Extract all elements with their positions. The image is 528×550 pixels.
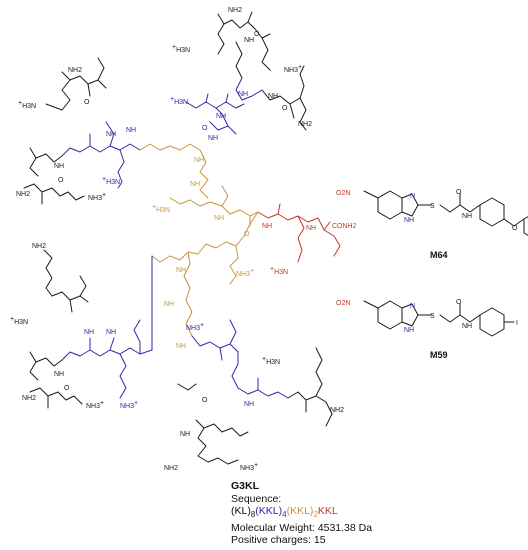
atom-nh: NH [126, 127, 136, 134]
sequence-label: Sequence: [231, 492, 282, 505]
seq-part-outer: (KL) [231, 505, 251, 517]
seq-part-core: KKL [317, 505, 338, 517]
atom-no2: O2N [336, 300, 350, 307]
atom-nh: NH [194, 157, 204, 164]
atom-nh: NH [84, 329, 94, 336]
atom-nh: NH [462, 323, 472, 330]
atom-h3n: +H3N [102, 176, 120, 186]
atom-o: O [456, 299, 462, 306]
atom-o: O [64, 385, 70, 392]
core-red [257, 203, 341, 263]
atom-h2n: NH2 [22, 395, 36, 402]
branch-gold-upper [139, 143, 259, 227]
molecule-m59 [363, 300, 515, 337]
branch-gold-lower [151, 211, 259, 337]
atom-conh2: CONH2 [332, 223, 357, 230]
atom-h3n: +H3N [18, 100, 36, 110]
label-m59: M59 [430, 350, 448, 360]
branch-bottom-left [29, 249, 89, 409]
atom-nh2: NH2 [330, 407, 344, 414]
atom-h3n: +H3N [152, 204, 170, 214]
atom-nh2: NH2 [228, 7, 242, 14]
atom-n: N [410, 193, 415, 200]
positive-charges: Positive charges: 15 [231, 534, 326, 547]
atom-nh3: NH3+ [86, 400, 104, 410]
atom-s: S [430, 313, 435, 320]
atom-nh: NH [208, 135, 218, 142]
atom-o: O [254, 31, 260, 38]
atom-nh: NH [238, 91, 248, 98]
atom-nh: NH [106, 131, 116, 138]
atom-nh: NH [164, 301, 174, 308]
atom-h3n: +H3N [262, 356, 280, 366]
atom-h2n: NH2 [16, 191, 30, 198]
atom-h3n: +H3N [10, 316, 28, 326]
atom-o: O [282, 105, 288, 112]
atom-h2n: NH2 [164, 465, 178, 472]
atom-nh: NH [268, 93, 278, 100]
seq-sub-blue: 4 [282, 510, 287, 520]
atom-nh: NH [106, 329, 116, 336]
atom-s: S [430, 203, 435, 210]
branch-top-right [217, 11, 307, 131]
molecule-m64 [363, 190, 528, 236]
atom-nh: NH [404, 327, 414, 334]
atom-h3n: +H3N [170, 96, 188, 106]
atom-o: O [512, 225, 518, 232]
seq-sub-outer: 8 [250, 510, 256, 520]
g3kl-info: G3KL Sequence: (KL)8(KKL)4(KKL)2KKL Mole… [231, 480, 372, 547]
atom-nh3: NH3+ [236, 268, 254, 278]
atom-nh: NH [462, 213, 472, 220]
branch-blue-left [61, 121, 141, 189]
atom-nh3: NH3+ [240, 462, 258, 472]
label-g3kl: G3KL [231, 480, 260, 492]
atom-nh: NH [54, 163, 64, 170]
atom-i: I [516, 320, 518, 327]
atom-nh: NH [214, 215, 224, 222]
atom-o: O [456, 189, 462, 196]
atom-n: N [410, 303, 415, 310]
atom-nh3: NH3+ [88, 192, 106, 202]
atom-nh: NH [176, 267, 186, 274]
branch-blue-bottom-left [61, 255, 153, 399]
atom-o: O [244, 231, 250, 238]
atom-nh: NH [244, 401, 254, 408]
atom-nh: NH [404, 217, 414, 224]
seq-part-blue: (KKL) [255, 505, 283, 517]
atom-nh2: NH2 [68, 67, 82, 74]
branch-bottom-center [177, 319, 333, 465]
atom-nh: NH [306, 225, 316, 232]
branch-top-left [23, 57, 107, 205]
atom-nh: NH [176, 343, 186, 350]
atom-nh3: NH3+ [120, 400, 138, 410]
molecular-weight: Molecular Weight: 4531.38 Da [231, 521, 373, 534]
atom-o: O [202, 397, 208, 404]
atom-o: O [84, 99, 90, 106]
atom-nh: NH [54, 371, 64, 378]
atom-nh: NH [216, 113, 226, 120]
atom-nh3: NH3+ [186, 322, 204, 332]
label-m64: M64 [430, 250, 448, 260]
atom-nh2: NH2 [298, 121, 312, 128]
atom-h3n: +H3N [172, 44, 190, 54]
atom-nh: NH [180, 431, 190, 438]
atom-h2n: NH2 [32, 243, 46, 250]
atom-nh3: NH3+ [284, 64, 302, 74]
branch-blue-top [185, 77, 263, 135]
sequence-value: (KL)8(KKL)4(KKL)2KKL [231, 505, 372, 522]
atom-no2: O2N [336, 190, 350, 197]
atom-h3n: +H3N [270, 266, 288, 276]
atom-o: O [202, 125, 208, 132]
seq-part-gold: (KKL) [286, 505, 314, 517]
atom-nh: NH [190, 181, 200, 188]
atom-nh: NH [262, 223, 272, 230]
atom-nh: NH [244, 37, 254, 44]
atom-o: O [58, 177, 64, 184]
seq-sub-gold: 2 [313, 510, 318, 520]
